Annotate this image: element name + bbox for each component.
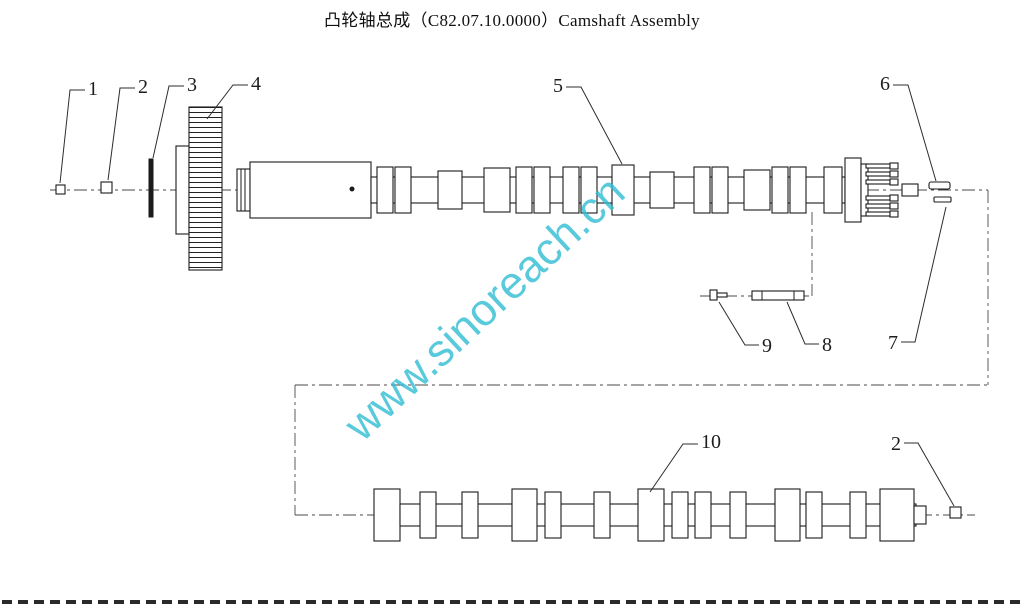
plug-part-1 bbox=[55, 184, 66, 195]
key-part-3 bbox=[148, 158, 154, 218]
callout-label-3: 3 bbox=[187, 74, 197, 96]
drawing-title: 凸轮轴总成（C82.07.10.0000）Camshaft Assembly bbox=[324, 11, 700, 30]
camshaft-top bbox=[236, 157, 919, 223]
callout-label-10: 10 bbox=[701, 431, 721, 453]
callout-labels: 1 2 3 4 5 6 7 8 9 10 2 bbox=[88, 73, 901, 455]
callout-label-5: 5 bbox=[553, 75, 563, 97]
small-parts-left bbox=[55, 158, 154, 218]
callout-label-2b: 2 bbox=[891, 433, 901, 455]
bolt-and-pin-middle bbox=[709, 289, 805, 301]
callout-label-1: 1 bbox=[88, 78, 98, 100]
journal-part-10-target bbox=[637, 488, 665, 542]
callout-label-6: 6 bbox=[880, 73, 890, 95]
shaft-collar bbox=[236, 168, 251, 212]
camshaft-bottom bbox=[373, 488, 962, 542]
rear-flange-bolts bbox=[844, 157, 919, 223]
plug-part-2 bbox=[100, 181, 113, 194]
leader-lines bbox=[59, 84, 955, 507]
gear-rim bbox=[188, 106, 223, 271]
plug-part-2-bottom bbox=[949, 506, 962, 519]
callout-label-7: 7 bbox=[888, 332, 898, 354]
shaft-end-stub bbox=[901, 183, 919, 197]
pin-part-8 bbox=[751, 290, 805, 301]
cam-lobe-part-5 bbox=[611, 164, 635, 216]
bolt-part-9 bbox=[709, 289, 718, 301]
gear-hub bbox=[175, 145, 190, 235]
callout-label-8: 8 bbox=[822, 334, 832, 356]
pin-part-6 bbox=[928, 181, 951, 190]
callout-label-9: 9 bbox=[762, 335, 772, 357]
oil-hole bbox=[349, 186, 355, 192]
timing-gear-part-4 bbox=[175, 106, 223, 271]
pin-part-7 bbox=[933, 196, 952, 203]
pin-parts-right bbox=[928, 181, 952, 203]
callout-label-4: 4 bbox=[251, 73, 261, 95]
callout-label-2: 2 bbox=[138, 76, 148, 98]
